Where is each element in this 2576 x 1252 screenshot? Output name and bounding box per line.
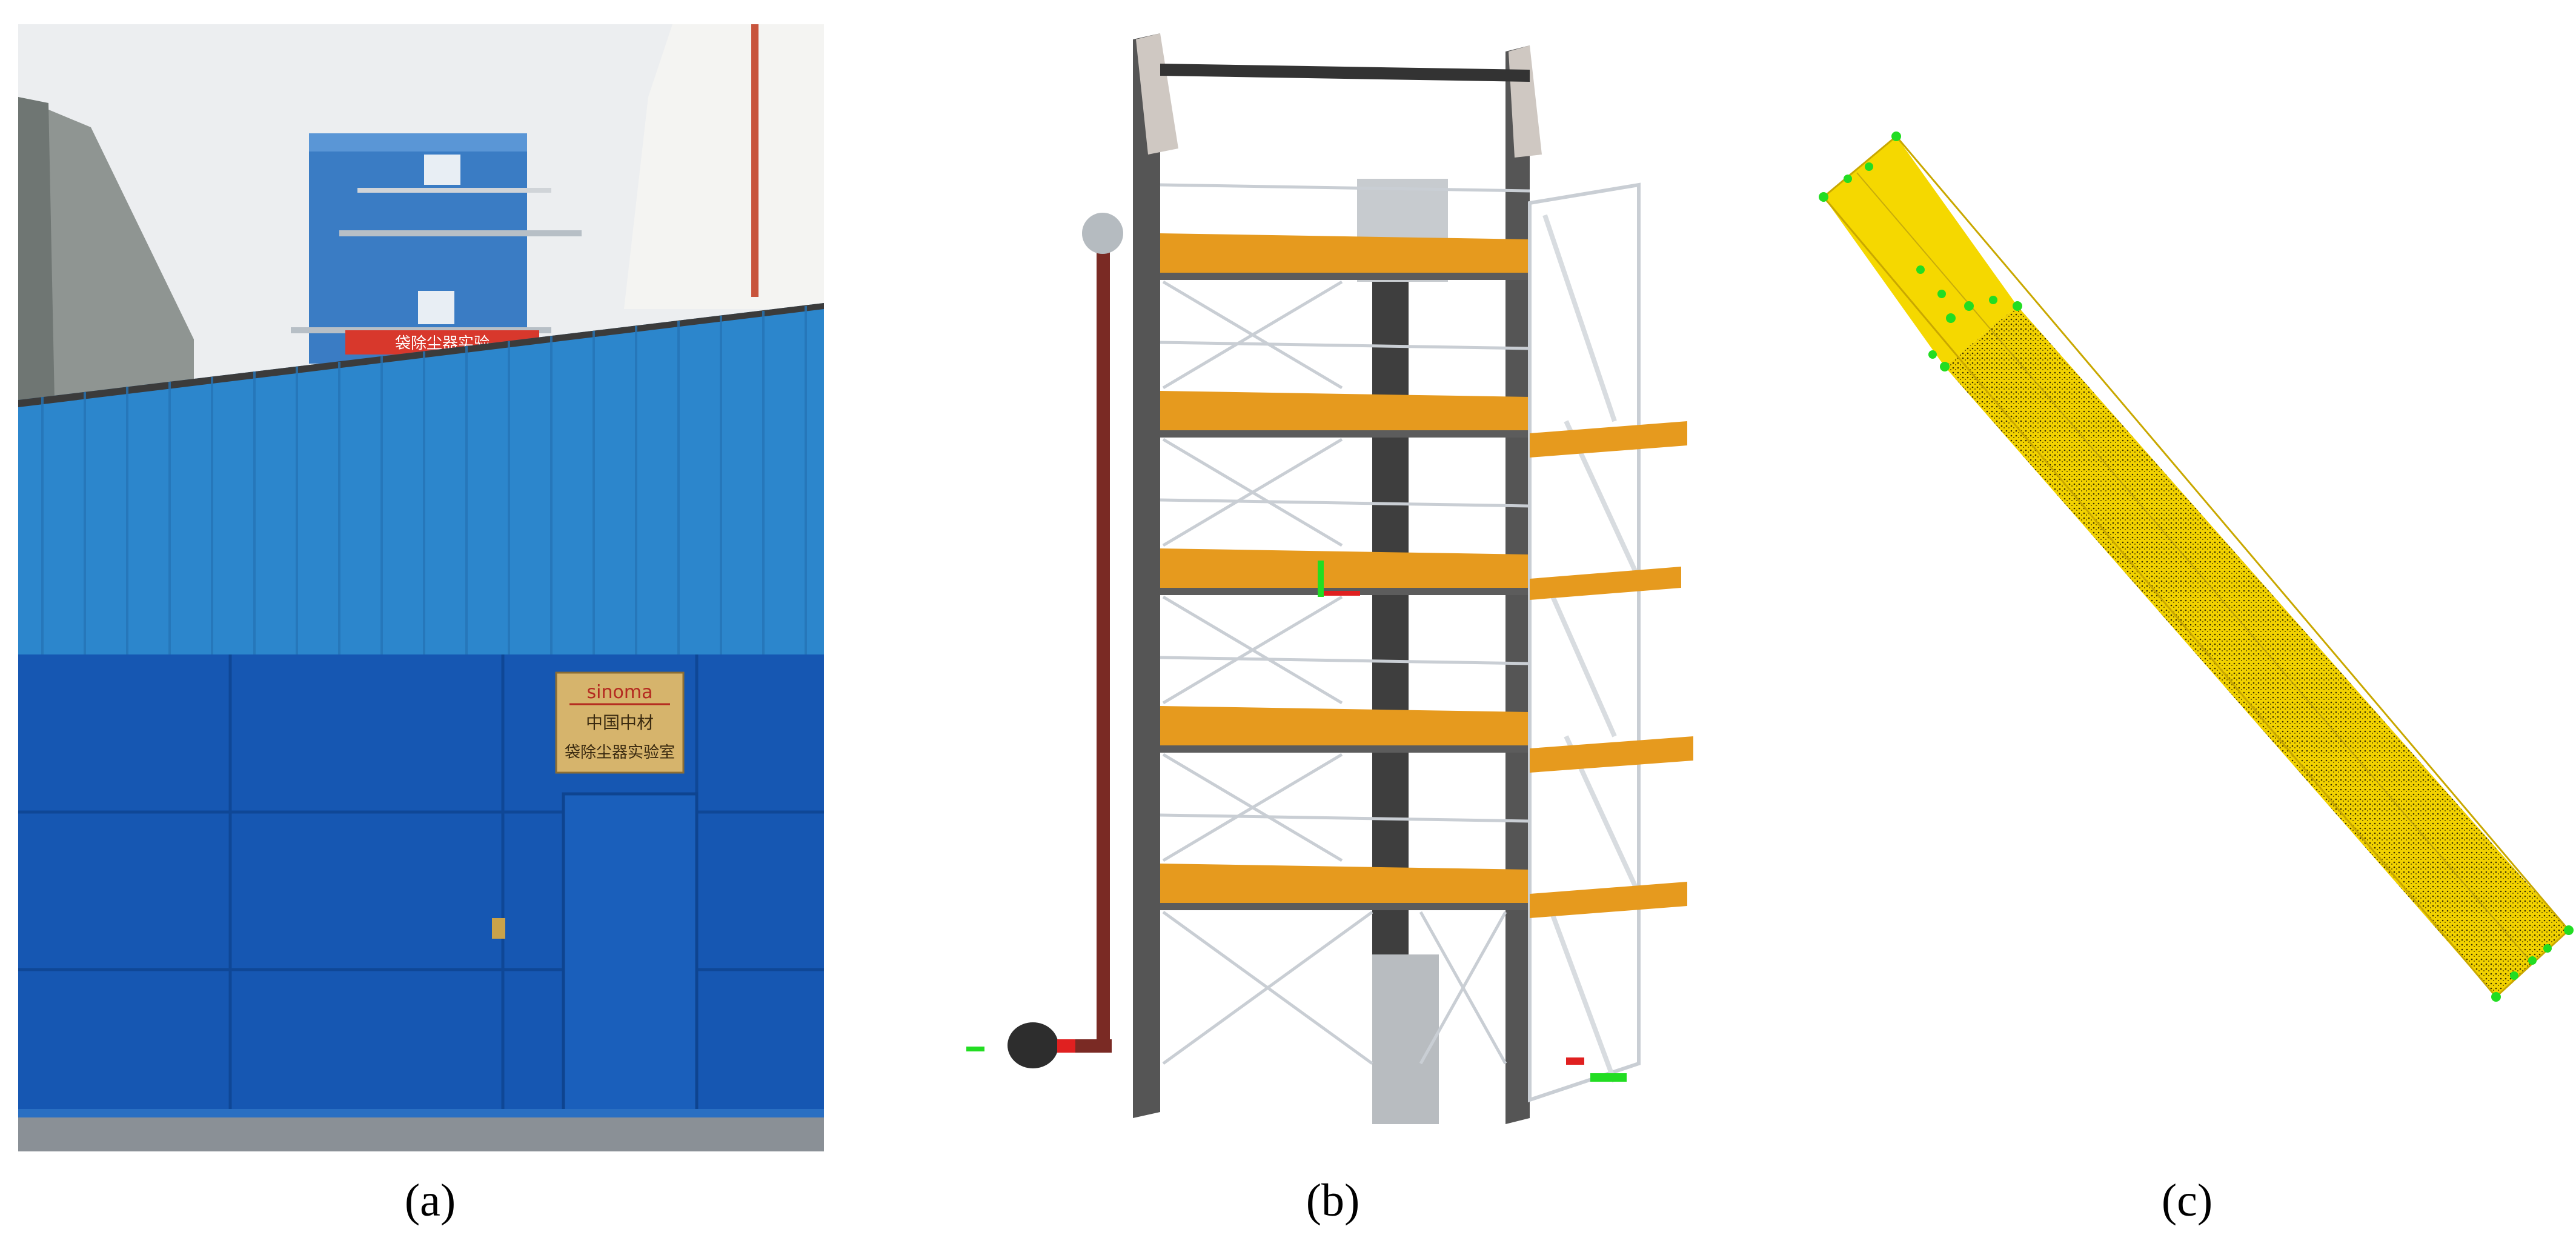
fan-unit <box>1007 1022 1058 1068</box>
sign-line1: 中国中材 <box>586 713 654 733</box>
sign-brand: sinoma <box>587 682 653 703</box>
caption-c-letter: c <box>2177 1175 2197 1226</box>
caption-c: (c) <box>2161 1175 2213 1226</box>
model-tower-svg <box>966 33 1693 1124</box>
mesh-model <box>1811 124 2575 1082</box>
wall-upper <box>18 303 824 661</box>
model-test-tower <box>960 33 1724 1151</box>
right-building <box>624 24 824 309</box>
caption-a-letter: a <box>420 1175 440 1226</box>
photo-laboratory-building: 袋除尘器实验 si <box>18 24 824 1151</box>
mesh-lower-region <box>1945 306 2569 997</box>
sign-line2: 袋除尘器实验室 <box>565 744 675 762</box>
door-lock <box>492 918 505 939</box>
lab-sign <box>555 671 685 774</box>
floor-decks <box>1160 233 1530 909</box>
left-building <box>18 97 194 400</box>
door <box>562 792 699 1129</box>
external-pipe <box>1097 233 1110 1045</box>
mesh-model-svg <box>1819 132 2574 1002</box>
pipe-top-cyclone <box>1082 213 1123 254</box>
mesh-nodes <box>1819 132 2574 1002</box>
photo-laboratory-svg: 袋除尘器实验 si <box>18 24 824 1151</box>
wall-lower <box>18 654 824 1127</box>
side-staircase <box>1528 182 1693 1103</box>
blue-tower <box>309 133 527 364</box>
caption-a: (a) <box>404 1175 456 1226</box>
caption-b-letter: b <box>1321 1175 1344 1226</box>
caption-b: (b) <box>1306 1175 1360 1226</box>
